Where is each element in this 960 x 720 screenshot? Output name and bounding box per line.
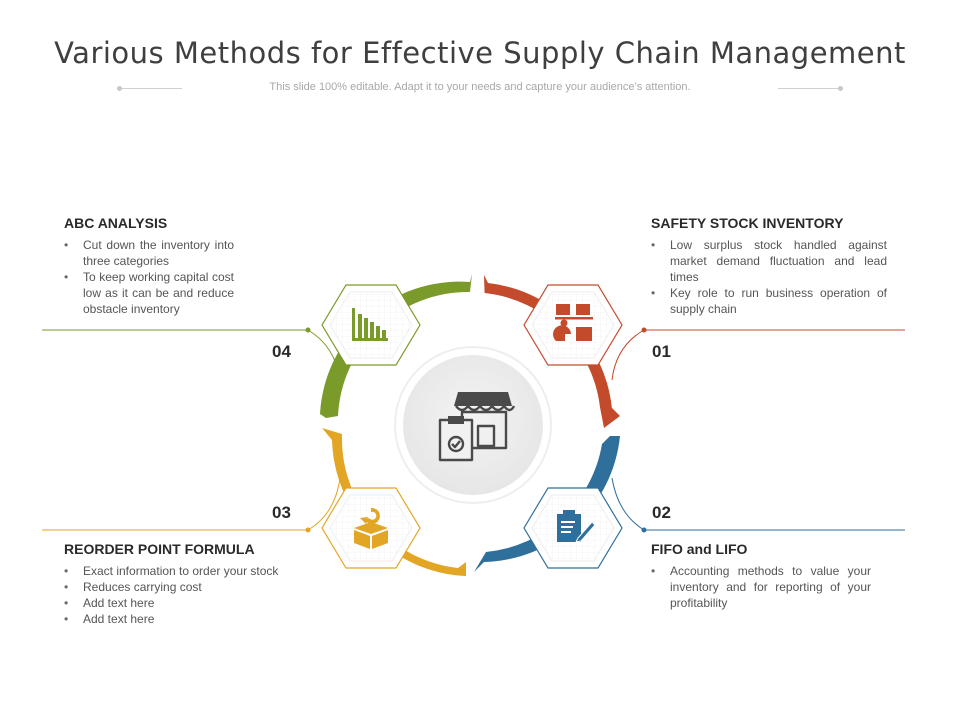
step-block-02: FIFO and LIFO Accounting methods to valu… — [651, 541, 871, 611]
step-block-01: SAFETY STOCK INVENTORY Low surplus stock… — [651, 215, 887, 317]
step-04-bullet: Cut down the inventory into three catego… — [64, 237, 234, 269]
step-03-bullet: Add text here — [64, 595, 306, 611]
step-block-04: ABC ANALYSIS Cut down the inventory into… — [64, 215, 234, 317]
step-04-bullet: To keep working capital cost low as it c… — [64, 269, 234, 317]
connector-03 — [42, 477, 341, 533]
subtitle-line-right — [778, 88, 840, 89]
step-heading-01: SAFETY STOCK INVENTORY — [651, 215, 844, 231]
subtitle-dot-right — [838, 86, 843, 91]
step-03-bullet: Add text here — [64, 611, 306, 627]
page-title: Various Methods for Effective Supply Cha… — [54, 36, 906, 70]
connector-04 — [42, 327, 341, 381]
step-number-01: 01 — [652, 342, 671, 361]
step-03-bullet: Reduces carrying cost — [64, 579, 306, 595]
step-heading-02: FIFO and LIFO — [651, 541, 748, 557]
step-heading-04: ABC ANALYSIS — [64, 215, 168, 231]
connector-01 — [611, 327, 905, 381]
step-01-bullet: Low surplus stock handled against market… — [651, 237, 887, 285]
step-block-03: REORDER POINT FORMULA Exact information … — [64, 541, 306, 627]
subtitle-line-left — [120, 88, 182, 89]
step-number-04: 04 — [272, 342, 291, 361]
step-number-03: 03 — [272, 503, 291, 522]
step-heading-03: REORDER POINT FORMULA — [64, 541, 255, 557]
clipboard-pen-icon — [557, 510, 596, 543]
step-02-bullet: Accounting methods to value your invento… — [651, 563, 871, 611]
hexagon-04 — [321, 284, 421, 366]
step-number-02: 02 — [652, 503, 671, 522]
step-03-bullet: Exact information to order your stock — [64, 563, 306, 579]
step-01-bullet: Key role to run business operation of su… — [651, 285, 887, 317]
hexagon-03 — [321, 487, 421, 569]
hexagon-01 — [523, 284, 623, 366]
bar-chart-icon — [352, 308, 388, 341]
subtitle-dot-left — [117, 86, 122, 91]
store-inventory-icon — [438, 392, 516, 462]
reorder-box-icon — [354, 507, 388, 549]
connector-02 — [611, 477, 905, 533]
hexagon-02 — [523, 487, 623, 569]
subtitle: This slide 100% editable. Adapt it to yo… — [269, 81, 691, 93]
boxes-icon — [553, 304, 593, 341]
